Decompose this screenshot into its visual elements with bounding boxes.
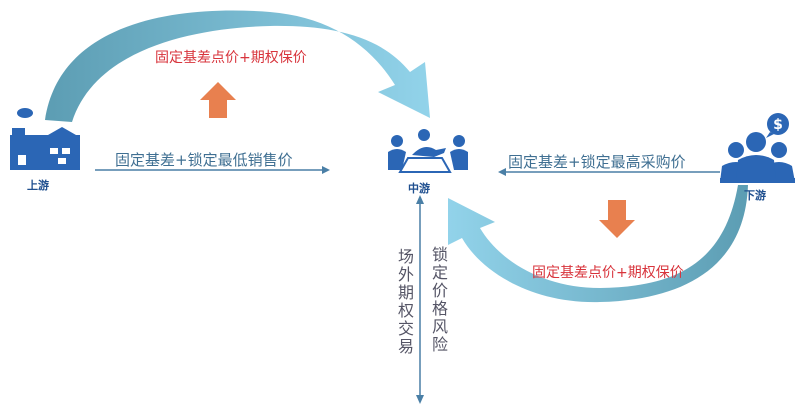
dollar-sign: $ xyxy=(773,117,783,133)
top-arc-label: 固定基差点价+期权保价 xyxy=(155,50,307,66)
lock-price-risk-label: 锁定价格风险 xyxy=(429,246,448,354)
top-curved-arrow xyxy=(45,10,430,122)
upstream-label: 上游 xyxy=(27,179,49,192)
customers-icon xyxy=(720,132,795,183)
downstream-arrow xyxy=(498,168,720,176)
factory-icon xyxy=(10,108,80,170)
otc-options-label: 场外期权交易 xyxy=(395,248,414,356)
downstream-label: 下游 xyxy=(744,189,766,202)
down-arrow-orange xyxy=(599,200,635,238)
bottom-arc-label: 固定基差点价+期权保价 xyxy=(532,265,684,281)
dollar-bubble-icon: $ xyxy=(766,113,789,138)
bottom-curved-arrow xyxy=(448,185,748,303)
downstream-arrow-label: 固定基差+锁定最高采购价 xyxy=(508,153,686,171)
upstream-arrow xyxy=(95,166,330,174)
upstream-arrow-label: 固定基差+锁定最低销售价 xyxy=(115,151,293,169)
up-arrow-orange xyxy=(200,82,236,118)
meeting-icon xyxy=(388,129,468,173)
midstream-label: 中游 xyxy=(408,182,430,195)
vertical-double-arrow xyxy=(416,195,424,404)
